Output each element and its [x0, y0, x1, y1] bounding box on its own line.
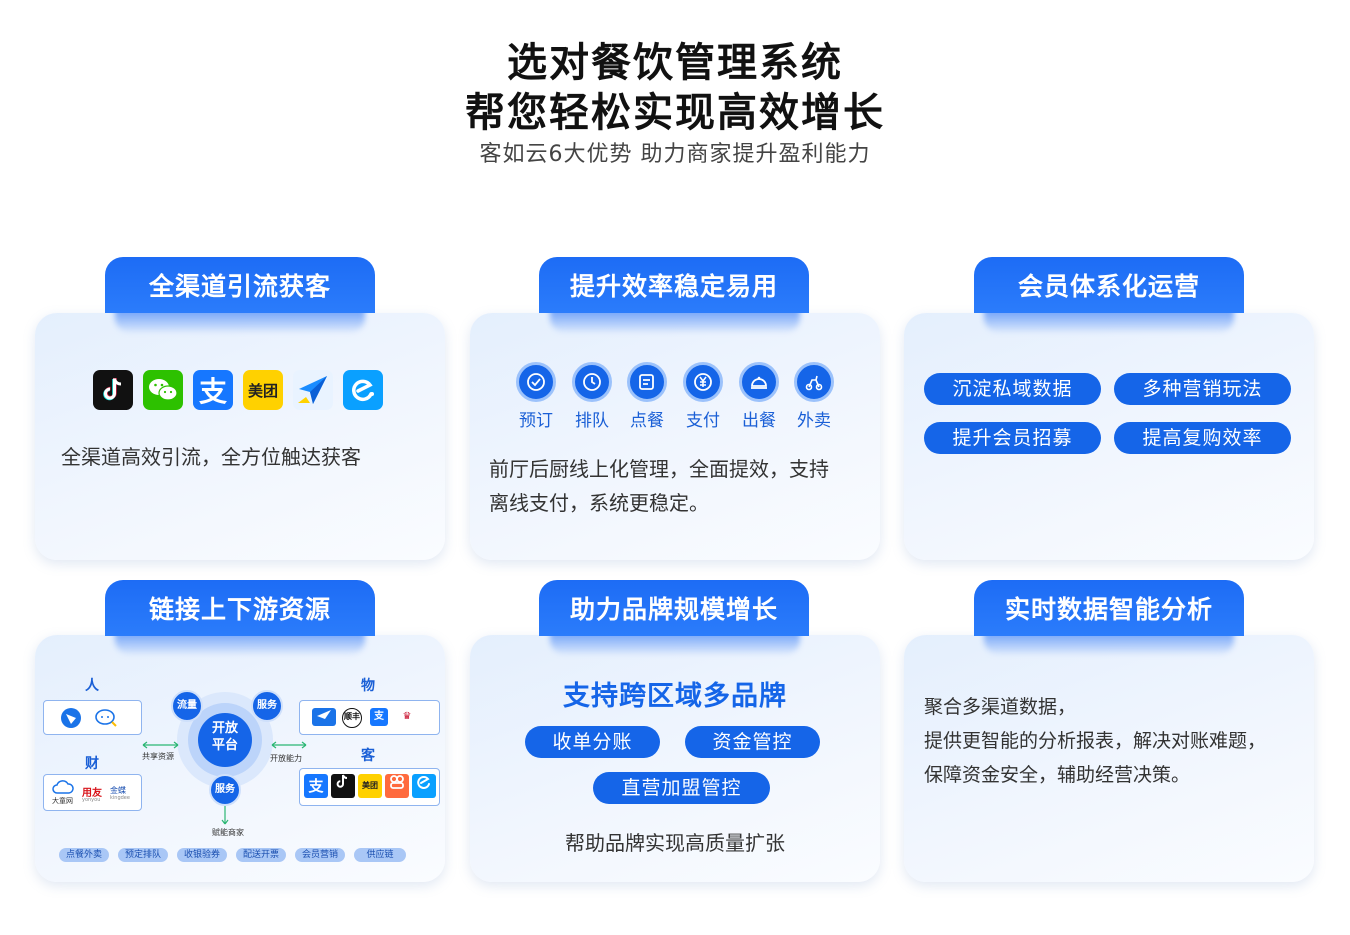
label-customer: 客 — [361, 748, 375, 764]
sf-express-icon: 顺丰 — [342, 708, 362, 728]
serving-icon — [739, 362, 779, 402]
card-analytics — [904, 635, 1314, 882]
alipay-icon: 支 — [304, 774, 328, 798]
card-desc-line1: 前厅后厨线上化管理，全面提效，支持 — [489, 457, 829, 481]
feature-label: 出餐 — [742, 411, 776, 431]
brand-desc: 帮助品牌实现高质量扩张 — [565, 831, 785, 855]
analytics-desc-line3: 保障资金安全，辅助经营决策。 — [924, 764, 1191, 786]
finance-sub-kingdee: kingdee — [110, 795, 130, 801]
card-tab-omnichannel: 全渠道引流获客 — [105, 257, 375, 313]
tag-pill: 配送开票 — [236, 848, 286, 862]
feature-label: 排队 — [575, 411, 609, 431]
douyin-icon — [331, 774, 355, 798]
page-title-line1: 选对餐饮管理系统 — [507, 40, 843, 86]
label-person: 人 — [85, 678, 99, 694]
order-icon — [627, 362, 667, 402]
card-tab-analytics: 实时数据智能分析 — [974, 580, 1244, 636]
bird-logo-icon — [312, 708, 336, 726]
platform-arrows — [142, 741, 307, 825]
feishu-icon — [61, 708, 81, 728]
brand-pill: 收单分账 — [525, 726, 660, 758]
bubble-traffic: 流量 — [171, 690, 203, 722]
brand-pill: 资金管控 — [685, 726, 820, 758]
arrow-label-empower: 赋能商家 — [212, 828, 244, 837]
meituan-icon: 美团 — [243, 370, 283, 410]
eleme-icon — [343, 370, 383, 410]
tag-pill: 供应链 — [354, 848, 406, 862]
meituan-icon: 美团 — [358, 774, 382, 798]
wechat-icon — [143, 370, 183, 410]
queue-icon — [572, 362, 612, 402]
person-logo-box — [43, 700, 142, 735]
bubble-service-bottom: 服务 — [209, 774, 241, 806]
card-efficiency — [470, 313, 880, 560]
crown-logo-icon: ♛ — [402, 711, 412, 722]
card-desc-line2: 离线支付，系统更稳定。 — [489, 491, 709, 515]
alipay-icon: 支 — [370, 708, 388, 726]
payment-icon — [683, 362, 723, 402]
finance-logo-box: 大童网 用友 yonyou 金蝶 kingdee — [43, 774, 142, 811]
card-omnichannel — [35, 313, 445, 560]
card-tab-resources: 链接上下游资源 — [105, 580, 375, 636]
arrow-label-share: 共享资源 — [142, 752, 174, 761]
label-money: 财 — [85, 756, 99, 772]
tag-pill: 预定排队 — [118, 848, 168, 862]
brand-heading: 支持跨区域多品牌 — [563, 681, 787, 712]
platform-line1: 开放 — [211, 721, 238, 736]
page-title-line2: 帮您轻松实现高效增长 — [465, 90, 885, 136]
bubble-service-top: 服务 — [251, 690, 283, 722]
card-tab-efficiency: 提升效率稳定易用 — [539, 257, 809, 313]
page-subtitle: 客如云6大优势 助力商家提升盈利能力 — [479, 142, 871, 167]
delivery-icon — [794, 362, 834, 402]
member-pill: 提升会员招募 — [924, 422, 1101, 454]
douyin-icon — [93, 370, 133, 410]
member-pill: 提高复购效率 — [1114, 422, 1291, 454]
analytics-desc-line1: 聚合多渠道数据， — [924, 696, 1077, 718]
feature-label: 点餐 — [630, 411, 664, 431]
finance-sub-yonyou: yonyou — [82, 797, 101, 803]
platform-rings — [177, 692, 273, 788]
feature-label: 预订 — [519, 411, 553, 431]
analytics-desc-line2: 提供更智能的分析报表，解决对账难题， — [924, 730, 1267, 752]
finance-logo-yonyou: 用友 — [82, 788, 102, 799]
reservation-icon — [516, 362, 556, 402]
tag-pill: 点餐外卖 — [59, 848, 109, 862]
platform-center: 开放 平台 — [198, 720, 252, 754]
thing-logo-box: 顺丰 支 ♛ — [299, 700, 440, 735]
feature-label: 支付 — [686, 411, 720, 431]
card-tab-brand: 助力品牌规模增长 — [539, 580, 809, 636]
brand-pill: 直营加盟管控 — [593, 772, 770, 804]
tag-pill: 收银验券 — [177, 848, 227, 862]
card-tab-membership: 会员体系化运营 — [974, 257, 1244, 313]
koubei-icon — [385, 774, 409, 798]
feature-label: 外卖 — [797, 411, 831, 431]
cloud-icon — [52, 780, 74, 794]
finance-logo-kingdee: 金蝶 — [110, 786, 126, 795]
label-thing: 物 — [361, 678, 375, 694]
card-desc: 全渠道高效引流，全方位触达获客 — [61, 445, 361, 469]
finance-logo-dachuan: 大童网 — [52, 797, 73, 805]
dingtalk-icon — [95, 709, 117, 727]
amap-icon — [293, 370, 333, 410]
card-brand — [470, 635, 880, 882]
arrow-label-open: 开放能力 — [270, 754, 302, 763]
customer-logo-box: 支 美团 — [299, 768, 440, 806]
eleme-icon — [412, 774, 436, 798]
member-pill: 沉淀私域数据 — [924, 373, 1101, 405]
tag-pill: 会员营销 — [295, 848, 345, 862]
platform-line2: 平台 — [211, 738, 238, 753]
alipay-icon: 支 — [193, 370, 233, 410]
member-pill: 多种营销玩法 — [1114, 373, 1291, 405]
